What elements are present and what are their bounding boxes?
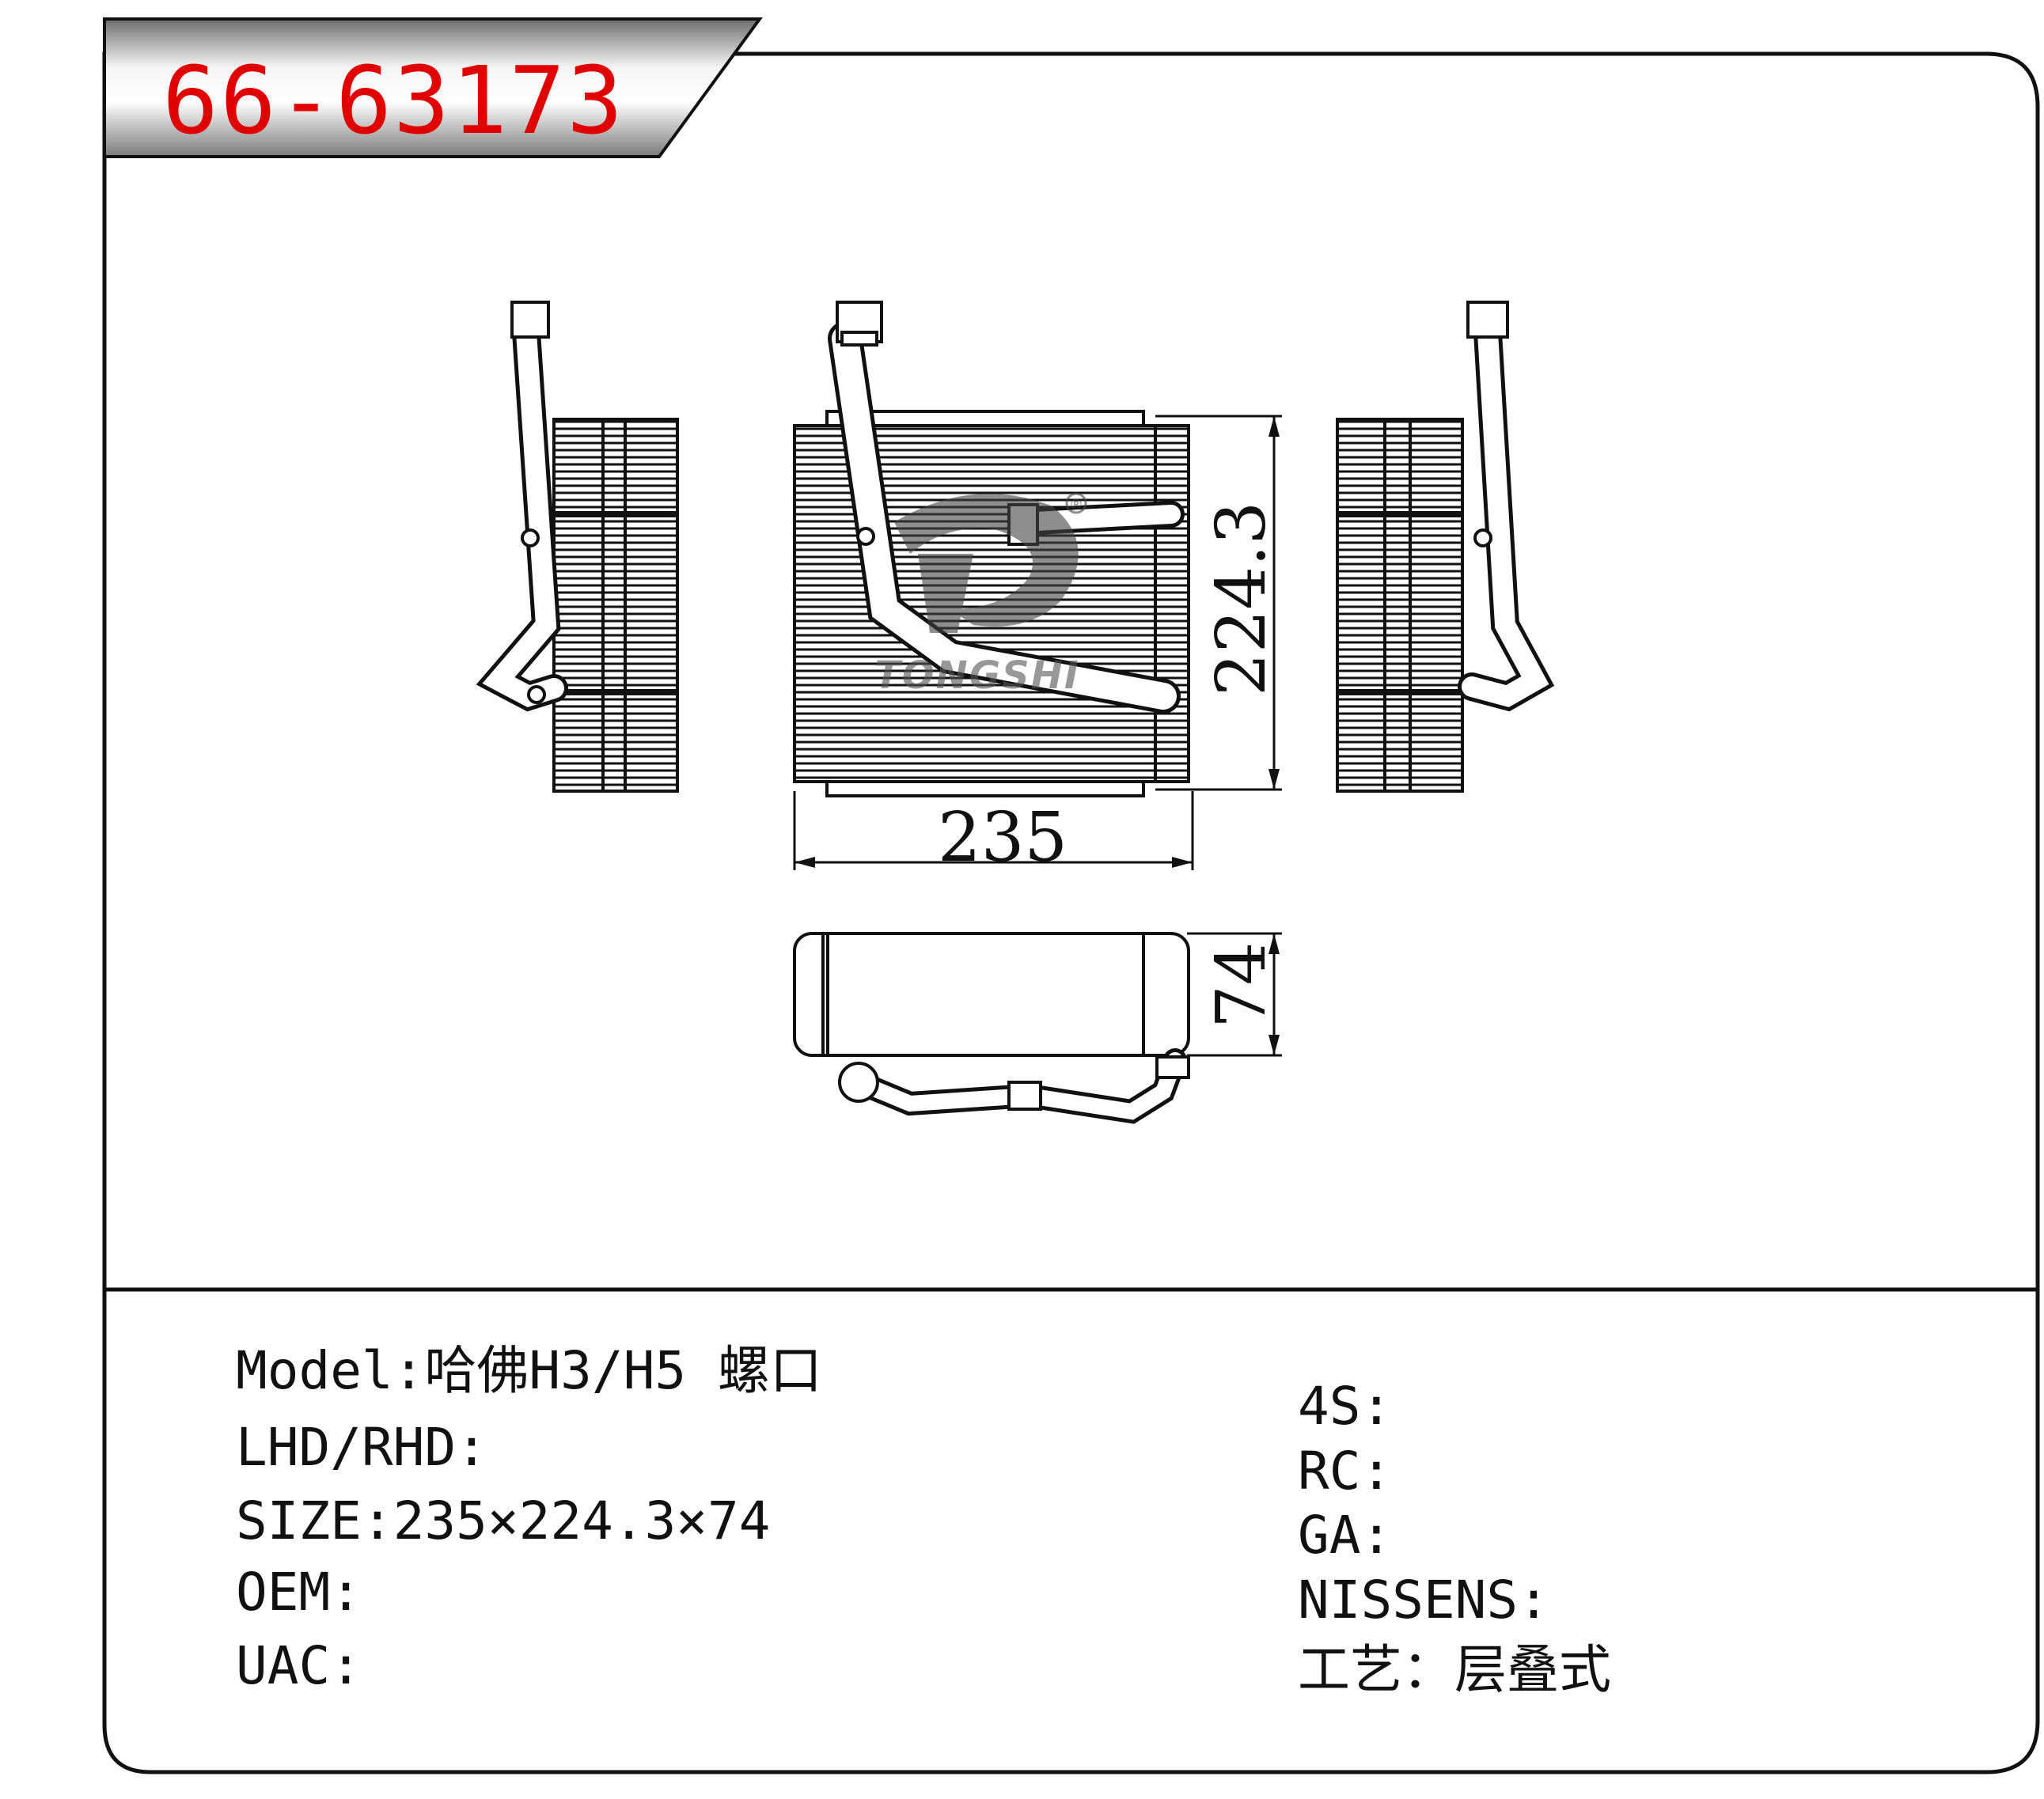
- spec-uac: UAC:: [236, 1640, 362, 1692]
- spec-lhd-rhd-label: LHD/RHD:: [236, 1417, 487, 1478]
- top-view: [793, 932, 1190, 1124]
- spec-size-value: 235×224.3×74: [392, 1490, 771, 1551]
- height-dimension-label: 224.3: [1202, 502, 1281, 696]
- spec-size: SIZE:235×224.3×74: [236, 1495, 771, 1547]
- spec-rc: RC:: [1298, 1445, 1392, 1498]
- spec-ga-label: GA:: [1298, 1505, 1393, 1566]
- spec-model-value: 哈佛H3/H5 螺口: [424, 1340, 822, 1401]
- spec-process-value: 层叠式: [1454, 1639, 1611, 1700]
- spec-nissens-label: NISSENS:: [1298, 1570, 1549, 1630]
- spec-oem-label: OEM:: [236, 1562, 362, 1623]
- spec-uac-label: UAC:: [236, 1635, 362, 1696]
- spec-process: 工艺：层叠式: [1298, 1644, 1611, 1696]
- spec-oem: OEM:: [236, 1566, 362, 1619]
- watermark-text: TONGSHI: [874, 653, 1080, 698]
- spec-process-label: 工艺：: [1298, 1639, 1454, 1700]
- width-dimension-label: 235: [938, 798, 1068, 877]
- spec-ga: GA:: [1298, 1509, 1392, 1562]
- spec-model-label: Model:: [236, 1340, 425, 1401]
- part-number-title: 66-63173: [162, 46, 625, 155]
- dimension-lines: [793, 415, 1282, 1057]
- outer-frame: [102, 51, 2040, 1774]
- spec-size-label: SIZE:: [236, 1490, 393, 1551]
- spec-4s: 4S:: [1298, 1380, 1392, 1433]
- spec-model: Model:哈佛H3/H5 螺口: [236, 1345, 822, 1397]
- spec-4s-label: 4S:: [1298, 1376, 1393, 1437]
- title-tab: [103, 17, 763, 158]
- watermark-registered-mark: ®: [1069, 497, 1083, 513]
- front-view: [793, 301, 1190, 797]
- depth-dimension-label: 74: [1202, 942, 1281, 1028]
- right-side-view: [1336, 301, 1555, 793]
- tongshi-watermark-logo: ® TONGSHI: [874, 492, 1087, 698]
- left-side-view: [476, 301, 679, 793]
- spec-nissens: NISSENS:: [1298, 1574, 1549, 1627]
- spec-rc-label: RC:: [1298, 1441, 1393, 1502]
- spec-lhd-rhd: LHD/RHD:: [236, 1422, 487, 1474]
